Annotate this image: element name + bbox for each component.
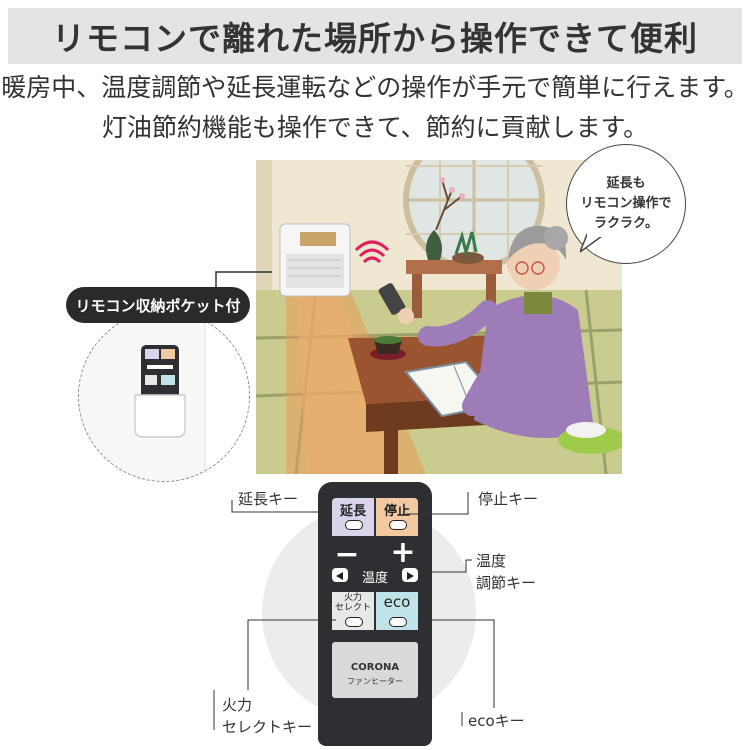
room-illustration <box>256 160 622 474</box>
product-name: ファンヒーター <box>347 677 403 686</box>
callout-extend-key: 延長キー <box>238 490 299 508</box>
title-banner: リモコンで離れた場所から操作できて便利 <box>8 8 742 64</box>
triangle-left-icon <box>336 572 343 580</box>
minus-symbol: − <box>334 537 360 572</box>
brand-panel: CORONA ファンヒーター <box>332 642 418 698</box>
plus-symbol: + <box>390 535 416 570</box>
fire-select-oval <box>345 617 363 627</box>
bubble-line-3: ラクラク。 <box>594 216 658 231</box>
extend-button-label: 延長 <box>339 504 366 519</box>
description-line-2: 灯油節約機能も操作できて、節約に貢献します。 <box>101 113 649 142</box>
stop-button-label: 停止 <box>383 504 410 519</box>
pocket-label-badge: リモコン収納ポケット付 <box>66 287 250 323</box>
remote-control: 延長 停止 − + 温度 火力 セレクト eco CORONA ファンヒーター <box>318 482 432 746</box>
pocket-label-text: リモコン収納ポケット付 <box>75 296 241 315</box>
page-title: リモコンで離れた場所から操作できて便利 <box>52 19 698 58</box>
stop-button[interactable]: 停止 <box>376 498 418 536</box>
callout-eco-key: ecoキー <box>468 712 525 730</box>
fire-select-label-2: セレクト <box>334 603 371 613</box>
triangle-right-icon <box>407 572 414 580</box>
room-scene-graphic <box>256 160 622 474</box>
eco-button-label: eco <box>383 593 411 611</box>
fire-select-button[interactable]: 火力 セレクト <box>332 592 374 630</box>
callout-fire-key-1: 火力 <box>222 696 253 714</box>
callout-stop-key: 停止キー <box>478 490 539 508</box>
bubble-line-2: リモコン操作で <box>580 196 672 211</box>
description-line-1: 暖房中、温度調節や延長運転などの操作が手元で簡単に行えます。 <box>1 73 749 102</box>
brand-name: CORONA <box>350 662 400 673</box>
callout-temp-key-1: 温度 <box>476 552 507 570</box>
eco-button[interactable]: eco <box>376 592 418 630</box>
fire-select-label-1: 火力 <box>343 593 362 603</box>
temperature-keys: 温度 <box>332 566 418 586</box>
temperature-label: 温度 <box>361 571 388 586</box>
stop-button-oval <box>389 520 407 530</box>
temp-up-button[interactable] <box>402 568 418 582</box>
extend-button-oval <box>345 520 363 530</box>
eco-button-oval <box>389 617 407 627</box>
bubble-line-1: 延長も <box>606 176 646 191</box>
temp-down-button[interactable] <box>332 568 348 582</box>
callout-fire-key-2: セレクトキー <box>222 718 313 736</box>
bubble-tail <box>580 232 603 253</box>
extend-button[interactable]: 延長 <box>332 498 374 536</box>
callout-temp-key-2: 調節キー <box>476 574 537 592</box>
